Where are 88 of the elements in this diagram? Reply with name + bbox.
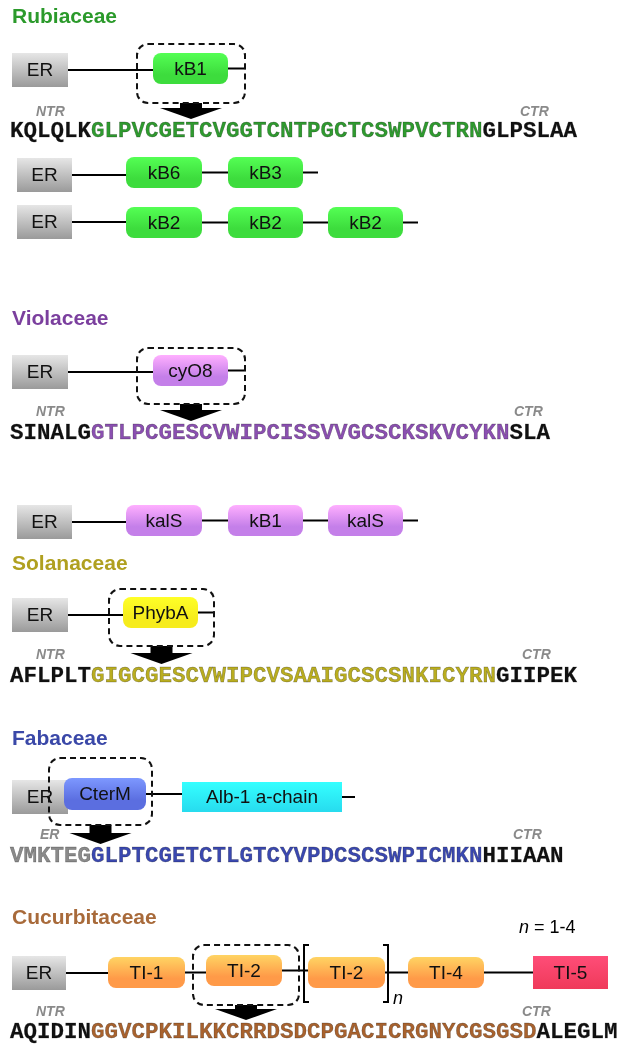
family-heading: Rubiaceae bbox=[12, 4, 118, 28]
connector-line bbox=[145, 793, 183, 795]
family-heading: Solanaceae bbox=[12, 551, 128, 575]
domain-box: PhybA bbox=[123, 597, 198, 628]
region-label: NTR bbox=[36, 1003, 65, 1019]
repeat-note: n = 1-4 bbox=[519, 917, 576, 938]
connector-line bbox=[67, 371, 154, 373]
cyclotide-sequence: GLPTCGETCTLGTCYVPDCSCSWPICMKN bbox=[91, 843, 483, 869]
connector-line bbox=[65, 972, 109, 974]
domain-box: cyO8 bbox=[153, 355, 228, 386]
connector-line bbox=[201, 519, 229, 522]
er-signal-box: ER bbox=[17, 205, 72, 239]
er-signal-box: ER bbox=[12, 956, 66, 990]
domain-box: kB2 bbox=[328, 207, 403, 238]
tail-sequence: HIIAAN bbox=[482, 843, 564, 869]
block-arrow bbox=[160, 103, 222, 119]
highlight-box bbox=[136, 43, 246, 104]
tail-sequence: SLA bbox=[509, 420, 551, 446]
domain-box: TI-4 bbox=[408, 957, 484, 988]
region-label: CTR bbox=[513, 826, 542, 842]
region-label: NTR bbox=[36, 103, 65, 119]
repeat-label: n bbox=[393, 988, 403, 1009]
tail-sequence: ALEGLM bbox=[536, 1019, 618, 1045]
connector-line bbox=[281, 969, 309, 972]
er-signal-box: ER bbox=[17, 505, 72, 539]
domain-box: kB3 bbox=[228, 157, 303, 188]
region-label: NTR bbox=[36, 403, 65, 419]
propeptide-sequence: KQLQLK bbox=[10, 118, 91, 144]
family-heading: Cucurbitaceae bbox=[12, 905, 157, 929]
domain-box: kB6 bbox=[126, 157, 202, 188]
tail-sequence: GIIPEK bbox=[496, 663, 578, 689]
connector-line bbox=[402, 221, 419, 224]
domain-box: kalS bbox=[328, 505, 403, 536]
er-signal-box: ER bbox=[12, 355, 68, 389]
cyclotide-sequence: GGVCPKILKKCRRDSDCPGACICRGNYCGSGSD bbox=[91, 1019, 537, 1045]
cyclotide-sequence: GIGCGESCVWIPCVSAAIGCSCSNKICYRN bbox=[91, 663, 497, 689]
propeptide-sequence: VMKTEG bbox=[10, 843, 91, 869]
connector-line bbox=[201, 171, 229, 174]
connector-line bbox=[71, 521, 127, 523]
connector-line bbox=[184, 971, 207, 974]
connector-line bbox=[302, 171, 319, 174]
connector-line bbox=[302, 221, 329, 224]
family-heading: Fabaceae bbox=[12, 726, 108, 750]
er-signal-box: ER bbox=[12, 53, 68, 87]
connector-line bbox=[384, 971, 409, 974]
propeptide-sequence: AFLPLT bbox=[10, 663, 91, 689]
connector-line bbox=[402, 519, 419, 522]
block-arrow bbox=[130, 646, 193, 664]
domain-box: kalS bbox=[126, 505, 202, 536]
domain-box: CterM bbox=[64, 778, 146, 810]
connector-line bbox=[71, 174, 127, 176]
region-label: CTR bbox=[514, 403, 543, 419]
connector-line bbox=[67, 614, 124, 616]
connector-line bbox=[483, 971, 534, 974]
highlight-box bbox=[192, 944, 300, 1006]
cyclotide-sequence: GLPVCGETCVGGTCNTPGCTCSWPVCTRN bbox=[91, 118, 483, 144]
region-label: NTR bbox=[36, 646, 65, 662]
domain-box: kB1 bbox=[228, 505, 303, 536]
highlight-box bbox=[136, 347, 246, 405]
connector-line bbox=[341, 796, 356, 798]
region-label: CTR bbox=[520, 103, 549, 119]
region-label: CTR bbox=[522, 646, 551, 662]
region-label: ER bbox=[40, 826, 60, 842]
tail-sequence: GLPSLAA bbox=[482, 118, 578, 144]
connector-line bbox=[302, 519, 329, 522]
block-arrow bbox=[215, 1005, 277, 1020]
domain-box: TI-2 bbox=[206, 955, 282, 986]
family-heading: Violaceae bbox=[12, 306, 109, 330]
connector-line bbox=[71, 221, 127, 223]
cyclotide-sequence: GTLPCGESCVWIPCISSVVGCSCKSKVCYKN bbox=[91, 420, 510, 446]
block-arrow bbox=[69, 825, 132, 844]
domain-box: TI-2 bbox=[308, 957, 385, 988]
domain-box: kB2 bbox=[228, 207, 303, 238]
region-label: CTR bbox=[522, 1003, 551, 1019]
propeptide-sequence: AQIDIN bbox=[10, 1019, 91, 1045]
connector-line bbox=[67, 69, 154, 71]
er-signal-box: ER bbox=[17, 158, 72, 192]
connector-line bbox=[227, 369, 247, 372]
domain-box: TI-1 bbox=[108, 957, 185, 988]
highlight-box bbox=[108, 588, 215, 647]
domain-box: kB2 bbox=[126, 207, 202, 238]
domain-box: TI-5 bbox=[533, 956, 608, 989]
domain-box: Alb-1 a-chain bbox=[182, 782, 342, 812]
propeptide-sequence: SINALG bbox=[10, 420, 91, 446]
connector-line bbox=[201, 221, 229, 224]
er-signal-box: ER bbox=[12, 598, 68, 632]
domain-box: kB1 bbox=[153, 53, 228, 84]
block-arrow bbox=[160, 404, 222, 421]
